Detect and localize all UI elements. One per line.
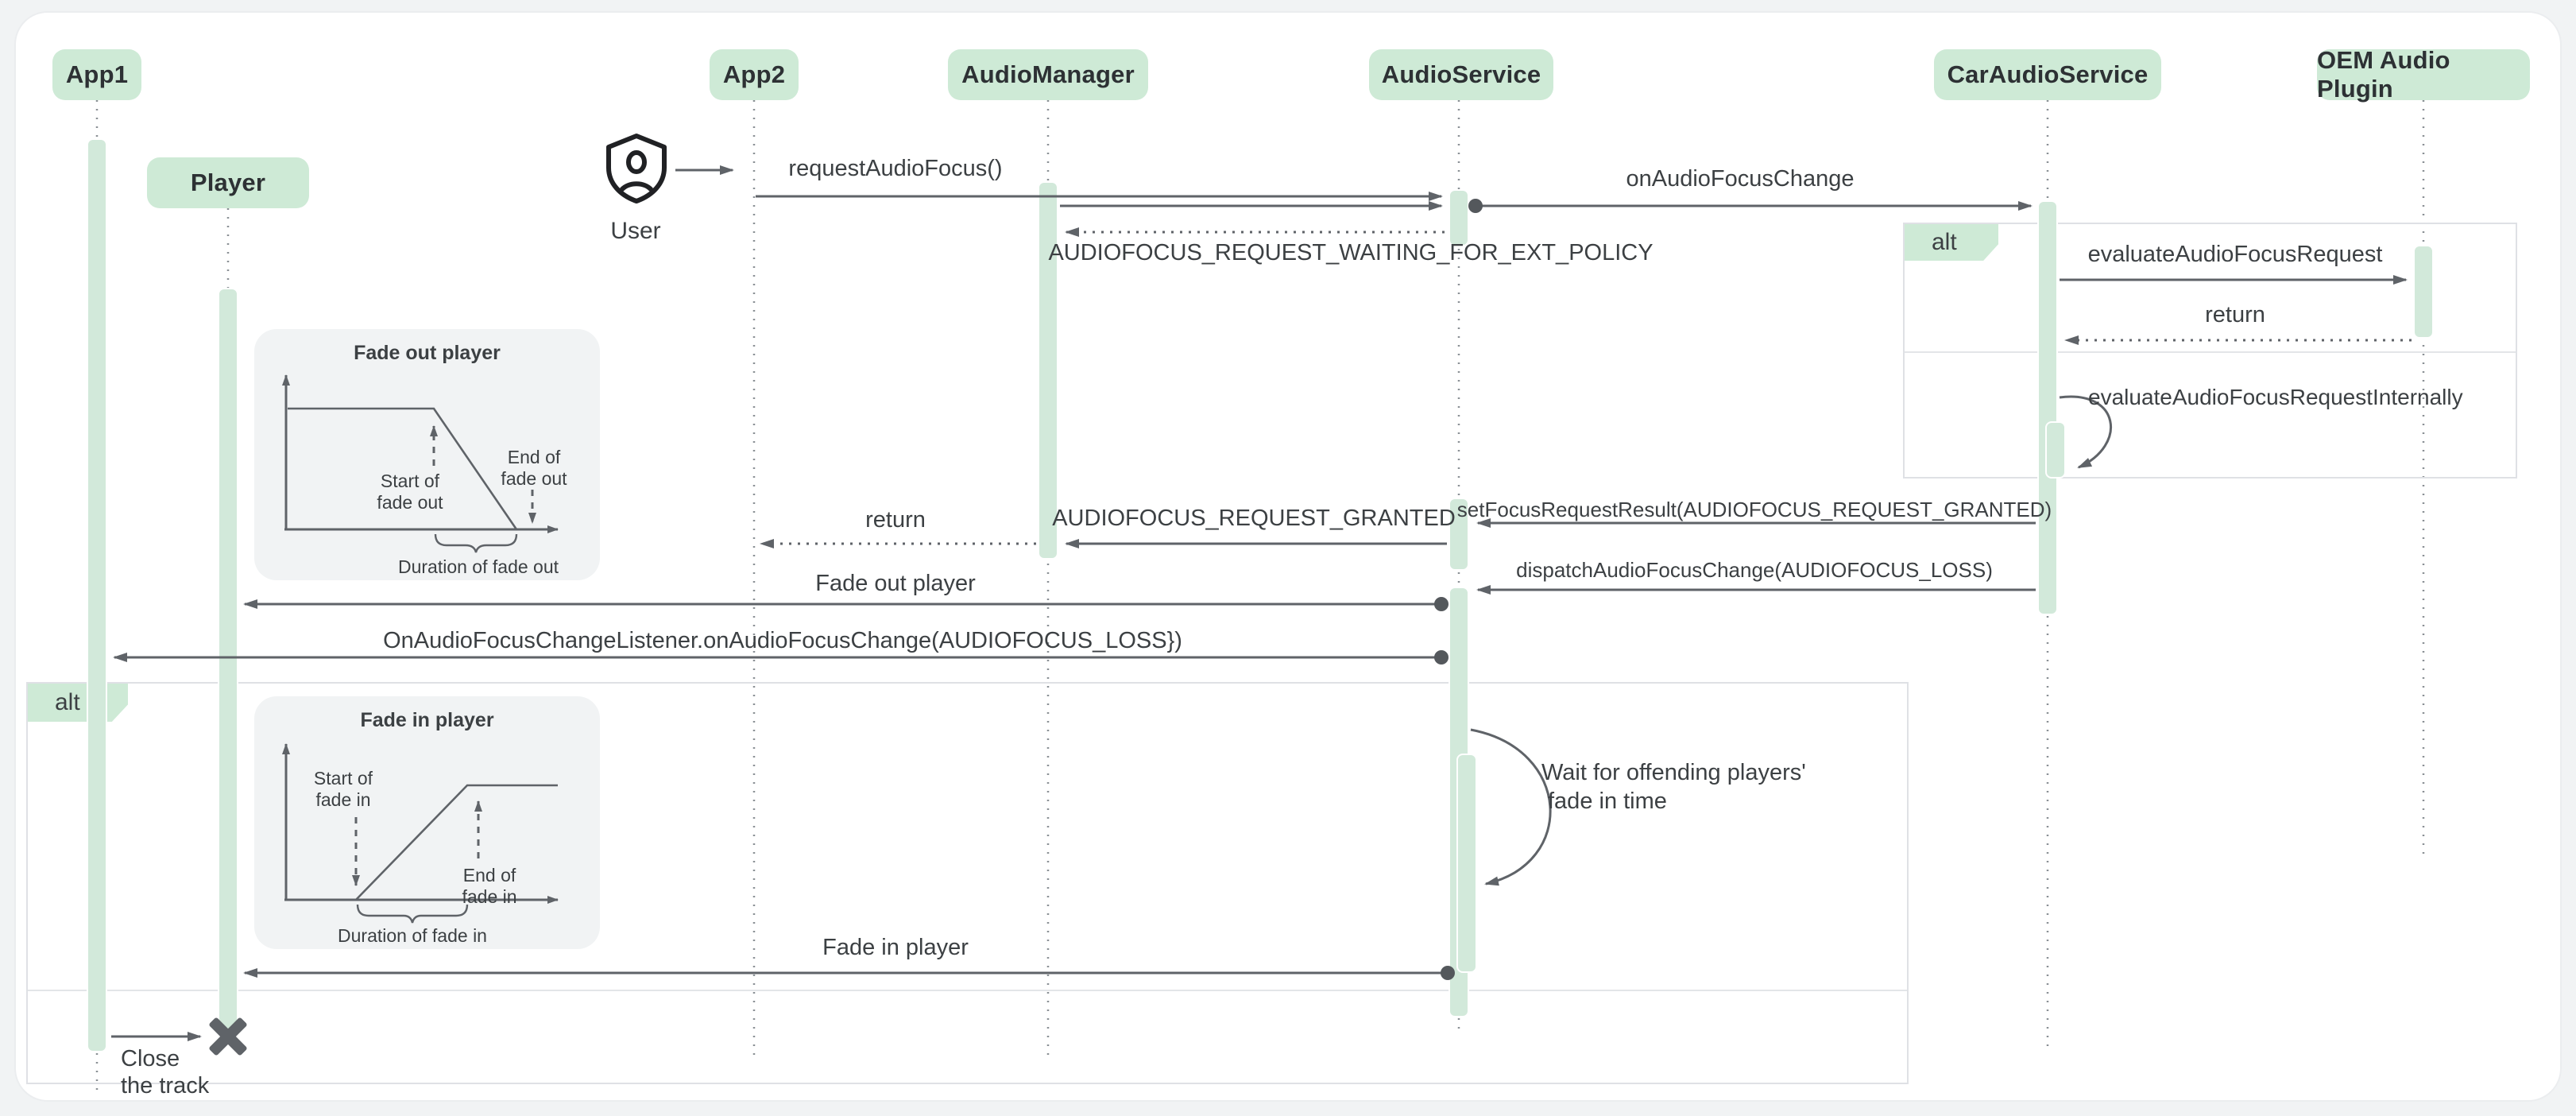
fade-in-chart-plot (282, 743, 559, 924)
message-label-request-audio-focus: requestAudioFocus() (788, 156, 1003, 181)
note-wait-line1: Wait for offending players' (1541, 760, 1806, 785)
fade-in-duration-label: Duration of fade in (338, 925, 487, 946)
alt-frame-tab: alt (28, 684, 128, 722)
alt-frame-label: alt (1932, 229, 1957, 255)
alt-frame-tab: alt (1905, 224, 1998, 261)
fade-out-end-label-1: End of (507, 447, 561, 467)
participant-audiomanager: AudioManager (948, 49, 1148, 100)
fade-in-chart-title: Fade in player (360, 709, 494, 731)
participant-label: CarAudioService (1947, 60, 2149, 88)
message-label-set-focus-request-result: setFocusRequestResult(AUDIOFOCUS_REQUEST… (1456, 498, 2052, 521)
note-wait-line2: fade in time (1548, 789, 1667, 814)
fade-in-end-label-2: fade in (462, 886, 517, 907)
participant-label: AudioService (1381, 60, 1541, 88)
activation-audioservice-2 (1449, 498, 1469, 571)
fade-out-end-label-2: fade out (501, 468, 567, 489)
participant-player: Player (147, 157, 309, 208)
activation-audioservice-1 (1449, 189, 1469, 246)
message-label-close-track-2: the track (121, 1073, 210, 1099)
fade-out-start-label-2: fade out (377, 492, 443, 513)
fade-in-start-label-2: fade in (315, 789, 371, 810)
message-label-focus-change-listener: OnAudioFocusChangeListener.onAudioFocusC… (383, 628, 1182, 653)
fade-in-chart: Fade in player Start of fade in End of f… (254, 696, 600, 949)
activation-audiomanager (1038, 181, 1058, 560)
fade-in-start-label-1: Start of (313, 768, 373, 789)
activation-caraudioservice (2037, 200, 2058, 615)
participant-label: Player (190, 169, 266, 196)
participant-app2: App2 (710, 49, 799, 100)
activation-player (218, 288, 238, 1033)
fade-out-chart-title: Fade out player (354, 342, 501, 364)
participant-audioservice: AudioService (1369, 49, 1553, 100)
message-label-dispatch-focus-change: dispatchAudioFocusChange(AUDIOFOCUS_LOSS… (1516, 558, 1993, 582)
activation-app1 (87, 138, 107, 1052)
alt-frame-fade-in: alt (26, 682, 1909, 1084)
alt-frame-focus-evaluation: alt (1903, 223, 2517, 479)
fade-in-end-label-1: End of (462, 865, 516, 885)
alt-frame-divider (28, 990, 1907, 991)
alt-frame-label: alt (55, 689, 80, 715)
participant-label: OEM Audio Plugin (2317, 46, 2450, 103)
message-label-on-audio-focus-change: onAudioFocusChange (1626, 166, 1855, 192)
fade-out-duration-label: Duration of fade out (397, 556, 559, 577)
message-label-evaluate-internally: evaluateAudioFocusRequestInternally (2088, 385, 2463, 409)
message-label-evaluate-return: return (2205, 302, 2265, 327)
message-label-fade-in-player: Fade in player (822, 935, 969, 960)
destroy-x-icon (204, 1013, 252, 1060)
participant-caraudioservice: CarAudioService (1934, 49, 2161, 100)
activation-caraudioservice-nested (2045, 421, 2066, 479)
participant-label: App1 (65, 60, 129, 88)
message-label-fade-out-player: Fade out player (815, 571, 976, 596)
fade-out-chart: Fade out player Start of fade out End of… (254, 329, 600, 580)
participant-oem-audio-plugin: OEM Audio Plugin (2317, 46, 2530, 103)
message-label-waiting-for-ext-policy: AUDIOFOCUS_REQUEST_WAITING_FOR_EXT_POLIC… (1048, 240, 1654, 265)
activation-oem-audio-plugin (2413, 245, 2434, 339)
message-label-request-granted: AUDIOFOCUS_REQUEST_GRANTED (1052, 506, 1456, 531)
message-label-manager-return: return (865, 507, 926, 533)
participant-label: AudioManager (961, 60, 1135, 88)
message-label-close-track-1: Close (121, 1046, 180, 1071)
alt-frame-divider (1905, 351, 2516, 353)
message-label-evaluate-audio-focus-request: evaluateAudioFocusRequest (2087, 242, 2383, 267)
participant-app1: App1 (52, 49, 141, 100)
actor-label: User (610, 218, 661, 244)
participant-label: App2 (722, 60, 786, 88)
activation-audioservice-nested (1456, 754, 1477, 973)
fade-out-start-label-1: Start of (380, 471, 440, 491)
